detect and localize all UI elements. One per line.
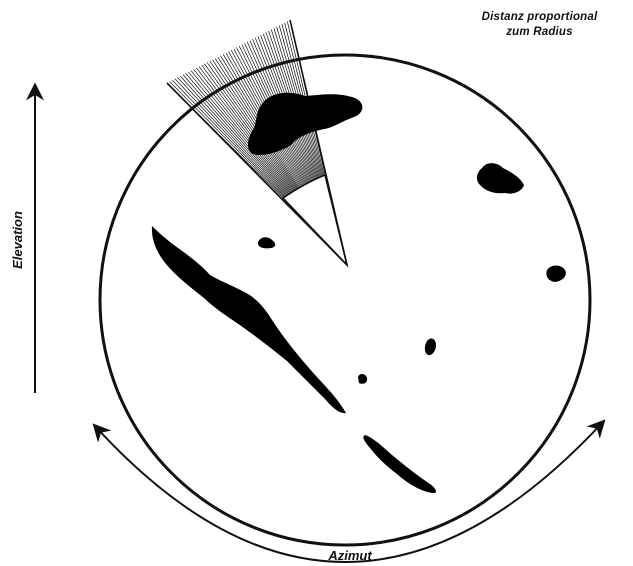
echo-mid-oval	[425, 338, 436, 355]
distance-caption: Distanz proportional zum Radius	[452, 10, 627, 40]
echo-elongated-diagonal	[152, 226, 346, 413]
azimuth-label: Azimut	[327, 548, 372, 563]
echo-right-upper	[477, 163, 524, 193]
caption-line-1: Distanz proportional	[452, 10, 627, 25]
azimuth-arc-arrow	[95, 422, 603, 562]
caption-line-2: zum Radius	[452, 25, 627, 40]
echo-right-small	[546, 266, 565, 283]
radar-scope-circle	[100, 55, 590, 545]
echo-small-left	[258, 237, 275, 248]
echo-tiny	[358, 374, 367, 384]
echo-targets	[152, 93, 566, 493]
elevation-label: Elevation	[10, 211, 25, 269]
echo-lower-streak	[363, 435, 436, 493]
